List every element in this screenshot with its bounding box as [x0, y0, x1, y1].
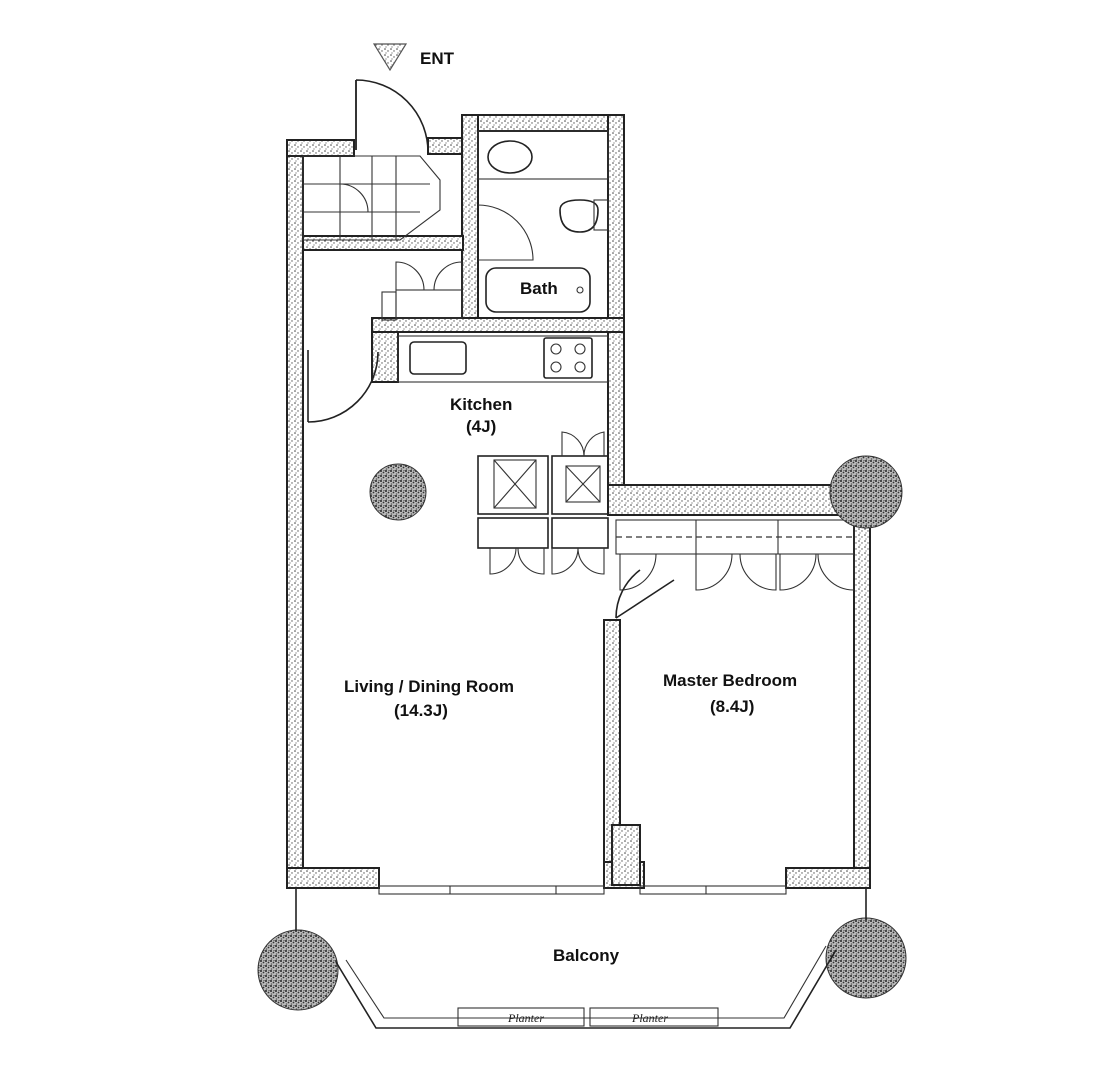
kitchen-counter	[397, 335, 609, 383]
bedroom-label: Master Bedroom	[663, 671, 797, 690]
toilet-icon	[559, 199, 599, 233]
tree-icon	[829, 455, 903, 529]
ceiling-light-icon	[369, 463, 427, 521]
entrance-arrow-icon	[372, 43, 408, 72]
balcony-label: Balcony	[553, 946, 620, 965]
planter	[589, 1007, 719, 1027]
planter-label: Planter	[631, 1011, 668, 1025]
shoe-cabinet	[302, 155, 441, 241]
windows	[378, 885, 787, 895]
planter-label: Planter	[507, 1011, 544, 1025]
sink-icon	[409, 341, 467, 375]
tree-icon	[825, 917, 907, 999]
planter	[457, 1007, 585, 1027]
stove-icon	[543, 337, 593, 379]
entrance-label: ENT	[420, 49, 455, 68]
entrance-door	[355, 79, 429, 153]
bedroom-door	[615, 569, 675, 619]
kitchen-storage	[477, 431, 609, 575]
tree-icon	[257, 929, 339, 1011]
planters: Planter Planter	[457, 1007, 719, 1027]
washbasin-icon	[487, 140, 533, 174]
hall-closet	[381, 261, 463, 321]
bathtub-icon	[485, 267, 591, 313]
living-label: Living / Dining Room	[344, 677, 514, 696]
bath-fixtures: Bath	[477, 130, 609, 313]
kitchen-label: Kitchen	[450, 395, 512, 414]
kitchen-door	[307, 350, 379, 423]
kitchen-size: (4J)	[466, 417, 496, 436]
bath-label: Bath	[520, 279, 558, 298]
living-size: (14.3J)	[394, 701, 448, 720]
entrance-marker: ENT	[372, 43, 455, 72]
bedroom-closet	[615, 519, 855, 591]
walls	[286, 114, 871, 889]
bedroom-size: (8.4J)	[710, 697, 754, 716]
